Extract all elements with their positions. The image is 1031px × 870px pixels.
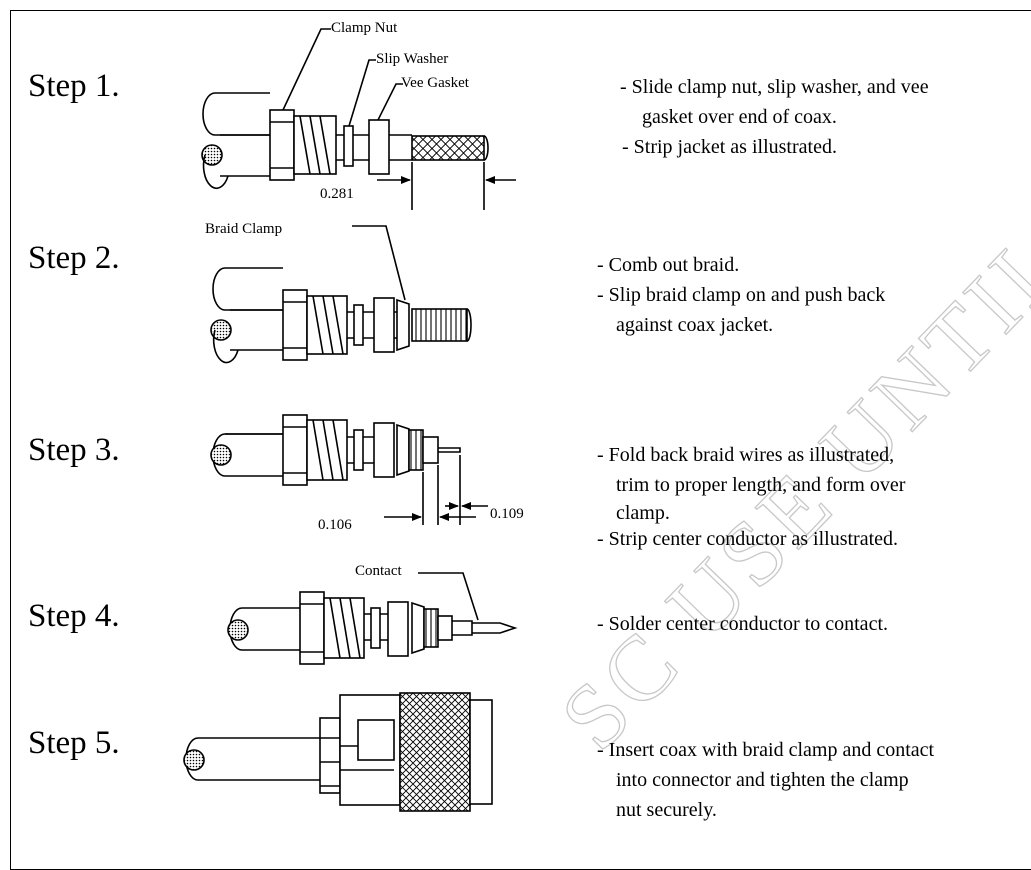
step-4-illustration	[227, 572, 518, 665]
step-3-illustration	[210, 414, 488, 525]
step-2-label: Step 2.	[28, 240, 120, 276]
instruction-line: - Fold back braid wires as illustrated,	[597, 444, 895, 466]
step-1-label: Step 1.	[28, 68, 120, 104]
callout-clamp-nut: Clamp Nut	[331, 20, 398, 36]
instruction-line: - Slip braid clamp on and push back	[597, 284, 886, 306]
instruction-line: - Comb out braid.	[597, 254, 740, 276]
dimension-braid-trim: 0.106	[318, 517, 352, 533]
step-3-label: Step 3.	[28, 432, 120, 468]
instruction-line: against coax jacket.	[616, 314, 774, 336]
instruction-line: - Solder center conductor to contact.	[597, 613, 888, 635]
step-2-instructions: - Comb out braid. - Slip braid clamp on …	[597, 250, 885, 340]
instruction-line: - Insert coax with braid clamp and conta…	[597, 739, 935, 761]
step-5-instructions: - Insert coax with braid clamp and conta…	[597, 735, 934, 825]
step-2-illustration	[210, 225, 472, 364]
instruction-line: - Slide clamp nut, slip washer, and vee	[620, 76, 929, 98]
step-4-instructions: - Solder center conductor to contact.	[597, 609, 888, 639]
step-5-illustration	[183, 692, 493, 812]
step-4-label: Step 4.	[28, 598, 120, 634]
instruction-line: gasket over end of coax.	[642, 106, 837, 128]
instruction-line: clamp.	[616, 502, 670, 524]
dimension-jacket-strip: 0.281	[320, 186, 354, 202]
callout-slip-washer: Slip Washer	[376, 51, 449, 67]
callout-vee-gasket: Vee Gasket	[401, 75, 469, 91]
instruction-line: - Strip jacket as illustrated.	[622, 136, 837, 158]
step-3-instructions: - Fold back braid wires as illustrated, …	[597, 440, 905, 552]
instruction-line: into connector and tighten the clamp	[616, 769, 909, 791]
step-1-instructions: - Slide clamp nut, slip washer, and vee …	[620, 72, 929, 162]
instruction-line: - Strip center conductor as illustrated.	[597, 528, 899, 550]
step-1-illustration	[201, 28, 516, 210]
assembly-illustrations	[183, 28, 518, 812]
step-5-label: Step 5.	[28, 725, 120, 761]
callout-braid-clamp: Braid Clamp	[205, 221, 283, 237]
instruction-line: trim to proper length, and form over	[616, 474, 906, 496]
dimension-conductor-strip: 0.109	[490, 506, 524, 522]
instruction-line: nut securely.	[616, 799, 717, 821]
callout-contact: Contact	[355, 563, 402, 579]
